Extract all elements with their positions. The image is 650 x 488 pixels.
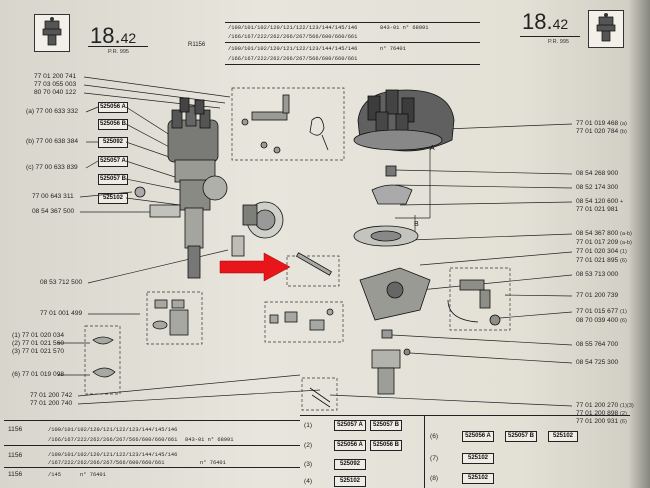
- part-ref-box: 525092: [334, 459, 366, 470]
- footer-code: 1156: [8, 471, 23, 478]
- footer-ref: 843-01 n° 68991: [185, 437, 234, 443]
- footer-code: 1156: [8, 426, 23, 433]
- part-ref-box: 525102: [548, 431, 578, 442]
- right-part-code: 08 54 120 600 +: [576, 198, 624, 205]
- footer-ref: n° 76401: [80, 472, 106, 478]
- footer-row-num: (6): [430, 433, 439, 440]
- part-ref-box: 525057 B: [370, 420, 402, 431]
- left-part-code: (2) 77 01 021 560: [12, 340, 65, 347]
- left-part-code: 08 54 367 500: [32, 208, 75, 215]
- left-pr-code: P.R. 995: [108, 49, 130, 55]
- right-part-code: 08 53 713 000: [576, 271, 619, 278]
- left-part-code: 77 00 643 311: [32, 193, 74, 200]
- right-part-code: 77 01 017 209 (a-b): [576, 239, 632, 246]
- part-ref-box: 525102: [462, 473, 494, 484]
- footer-row-num: (7): [430, 455, 439, 462]
- left-part-code: 77 01 200 741: [34, 73, 77, 80]
- right-part-code: 08 70 039 400 (6): [576, 317, 627, 324]
- model-line-3: /100/101/102/120/121/122/123/144/145/146: [228, 46, 358, 52]
- right-part-code: 08 54 725 300: [576, 359, 619, 366]
- footer-line: /167/222/262/266/267/566/600/660/661: [48, 460, 165, 466]
- footer-code: 1156: [8, 452, 23, 459]
- footer-line: /145: [48, 472, 61, 478]
- left-part-code: (c) 77 00 633 839: [26, 164, 78, 171]
- red-arrow-icon: [218, 252, 292, 282]
- left-part-code: 08 53 712 500: [40, 279, 83, 286]
- label-b: B: [414, 221, 419, 228]
- left-part-code: 77 01 200 742: [30, 392, 73, 399]
- footer-row-num: (3): [304, 461, 313, 468]
- model-ref-2: n° 76401: [380, 46, 406, 52]
- right-part-code: 08 54 367 800 (a-b): [576, 230, 632, 237]
- left-part-code: (1) 77 01 020 034: [12, 332, 65, 339]
- right-part-code: 77 01 200 931 (6): [576, 418, 627, 425]
- model-line-1: /100/101/102/120/121/122/123/144/145/146: [228, 25, 358, 31]
- left-part-code: (6) 77 01 019 098: [12, 371, 65, 378]
- right-pr-code: P.R. 995: [548, 39, 570, 45]
- right-page-number: 18.42: [522, 9, 569, 34]
- page-edge-shadow: [628, 0, 650, 488]
- right-part-code: 77 01 015 677 (1): [576, 308, 627, 315]
- model-line-4: /166/167/222/262/266/267/566/600/660/661: [228, 56, 358, 62]
- footer-row-num: (1): [304, 422, 313, 429]
- left-part-code: (3) 77 01 021 570: [12, 348, 65, 355]
- left-part-code: 77 01 200 740: [30, 400, 73, 407]
- left-page-number: 18.42: [90, 23, 137, 48]
- right-part-code: 77 01 020 304 (1): [576, 248, 627, 255]
- part-ref-box: 525057 A: [334, 420, 366, 431]
- left-part-code: 77 03 055 003: [34, 81, 77, 88]
- distributor-thumbnail-icon-right: [588, 10, 624, 48]
- part-ref-box: 525056 B: [370, 440, 402, 451]
- distributor-thumbnail-icon: [34, 14, 70, 52]
- model-line-2: /166/167/222/262/266/267/566/600/660/661: [228, 34, 358, 40]
- footer-row-num: (8): [430, 475, 439, 482]
- part-ref-box: 525056 A: [98, 102, 128, 113]
- right-part-code: 77 01 020 784 (b): [576, 128, 627, 135]
- part-ref-box: 525056 A: [462, 431, 494, 442]
- part-ref-box: 525056 A: [334, 440, 366, 451]
- left-part-code: 77 01 001 499: [40, 310, 83, 317]
- footer-line: /100/101/102/120/121/122/123/144/145/146: [48, 452, 178, 458]
- footer-row-num: (4): [304, 478, 313, 485]
- part-ref-box: 525057 B: [505, 431, 537, 442]
- right-part-code: 77 01 200 270 (1)(3): [576, 402, 634, 409]
- model-ref-1: 843-01 n° 68991: [380, 25, 429, 31]
- right-part-code: 08 54 268 900: [576, 170, 619, 177]
- left-part-code: (a) 77 00 633 332: [26, 108, 79, 115]
- part-ref-box: 525102: [462, 453, 494, 464]
- part-ref-box: 525102: [334, 476, 366, 487]
- right-part-code: 77 01 200 739: [576, 292, 619, 299]
- right-part-code: 77 01 019 468 (a): [576, 120, 627, 127]
- footer-line: /100/101/102/120/121/122/123/144/145/146: [48, 427, 178, 433]
- right-part-code: 08 52 174 300: [576, 184, 619, 191]
- footer-row-num: (2): [304, 442, 313, 449]
- label-a: A: [430, 145, 435, 152]
- model-code: R1156: [188, 42, 206, 48]
- right-part-code: 77 01 200 898 (2): [576, 410, 627, 417]
- left-part-code: (b) 77 00 638 384: [26, 138, 79, 145]
- footer-line: /166/167/222/262/266/267/566/600/660/661: [48, 437, 178, 443]
- right-part-code: 77 01 021 981: [576, 206, 619, 213]
- footer-ref: n° 76401: [200, 460, 226, 466]
- right-part-code: 08 55 764 700: [576, 341, 619, 348]
- right-part-code: 77 01 021 895 (6): [576, 257, 627, 264]
- left-part-code: 80 70 040 122: [34, 89, 77, 96]
